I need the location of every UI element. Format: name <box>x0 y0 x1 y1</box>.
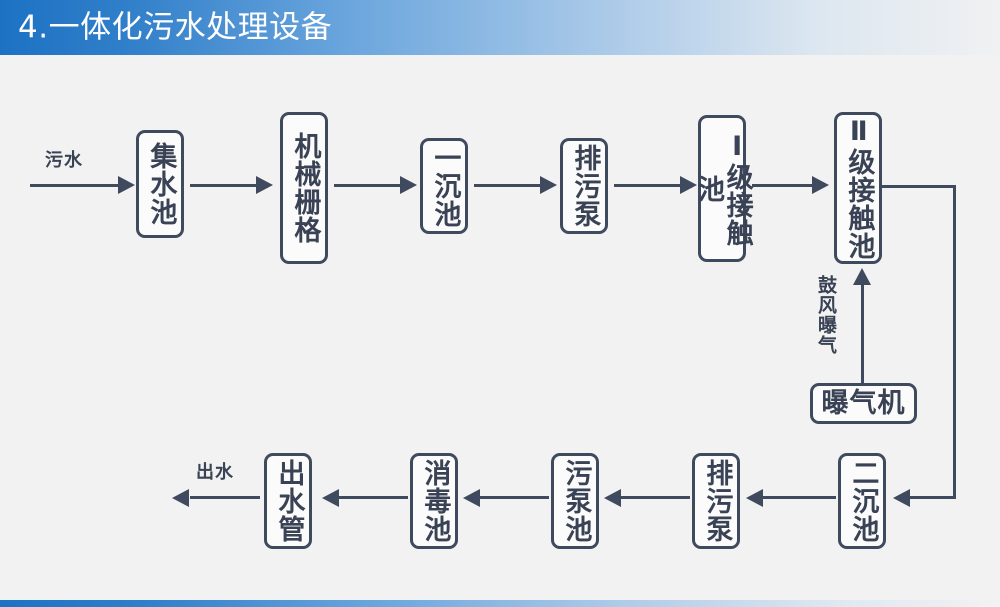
inlet-label: 污水 <box>45 150 83 171</box>
edge-n1-n2-arrowhead <box>256 176 273 194</box>
node-sewage-pump-top[interactable]: 排污泵 <box>560 138 608 234</box>
node-secondary-sedimentation-tank[interactable]: 二沉池 <box>838 453 886 549</box>
edge-n2-n3-line <box>334 184 402 187</box>
edge-n4-n5-line <box>614 184 682 187</box>
edge-n5-n6-line <box>752 184 814 187</box>
node-sewage-pump-bottom[interactable]: 排污泵 <box>692 453 740 549</box>
node-outlet-pipe[interactable]: 出水管 <box>264 453 312 549</box>
page-title: 4.一体化污水处理设备 <box>18 9 333 45</box>
edge-into-n8-arrowhead <box>893 489 910 507</box>
node-label: 曝气机 <box>821 388 906 419</box>
node-label: 消毒池 <box>419 459 451 543</box>
edge-outlet-arrowhead <box>172 489 189 507</box>
edge-inlet-arrowhead <box>118 176 135 194</box>
node-label: 机械栅格 <box>289 132 321 244</box>
edge-n8-n9-line <box>762 496 836 499</box>
edge-n6-right-segment <box>882 185 956 188</box>
node-contact-tank-2[interactable]: Ⅱ级接触池 <box>834 112 882 264</box>
aeration-label: 鼓风曝气 <box>814 275 837 355</box>
edge-n2-n3-arrowhead <box>400 176 417 194</box>
edge-n3-n4-line <box>474 184 542 187</box>
node-label: 二沉池 <box>847 459 879 543</box>
edge-blower-arrowhead <box>853 268 871 285</box>
node-label: 排污泵 <box>569 144 601 228</box>
edge-n5-n6-arrowhead <box>812 176 829 194</box>
node-label: 一沉池 <box>429 144 461 228</box>
edge-n4-n5-arrowhead <box>680 176 697 194</box>
node-label: Ⅰ级接触池 <box>693 130 753 247</box>
node-disinfection-tank[interactable]: 消毒池 <box>410 453 458 549</box>
node-label: 污泵池 <box>560 459 592 543</box>
node-sludge-pump-tank[interactable]: 污泵池 <box>551 453 599 549</box>
node-label: 集水池 <box>145 142 177 226</box>
slide-footer-bar <box>0 600 1000 607</box>
node-primary-sedimentation-tank[interactable]: 一沉池 <box>420 138 468 234</box>
node-aeration-blower[interactable]: 曝气机 <box>810 383 917 424</box>
edge-into-n8-segment <box>910 496 956 499</box>
edge-inlet-line <box>30 184 120 187</box>
outlet-label: 出水 <box>196 462 234 483</box>
node-label: 出水管 <box>273 459 305 543</box>
edge-n9-n10-line <box>620 496 690 499</box>
node-label: 排污泵 <box>701 459 733 543</box>
edge-n3-n4-arrowhead <box>540 176 557 194</box>
slide-header-bar: 4.一体化污水处理设备 <box>0 0 1000 55</box>
edge-n10-n11-arrowhead <box>463 489 480 507</box>
edge-outlet-line <box>190 496 260 499</box>
node-contact-tank-1[interactable]: Ⅰ级接触池 <box>693 115 753 262</box>
edge-blower-line <box>861 285 864 383</box>
node-mechanical-grille[interactable]: 机械栅格 <box>280 112 328 264</box>
edge-n8-n9-arrowhead <box>746 489 763 507</box>
node-label: Ⅱ级接触池 <box>843 116 875 260</box>
edge-n10-n11-line <box>479 496 549 499</box>
edge-n11-n12-arrowhead <box>322 489 339 507</box>
edge-n1-n2-line <box>190 184 258 187</box>
edge-n9-n10-arrowhead <box>604 489 621 507</box>
node-collection-tank[interactable]: 集水池 <box>136 130 184 238</box>
edge-right-vertical-segment <box>953 185 956 499</box>
edge-n11-n12-line <box>338 496 408 499</box>
